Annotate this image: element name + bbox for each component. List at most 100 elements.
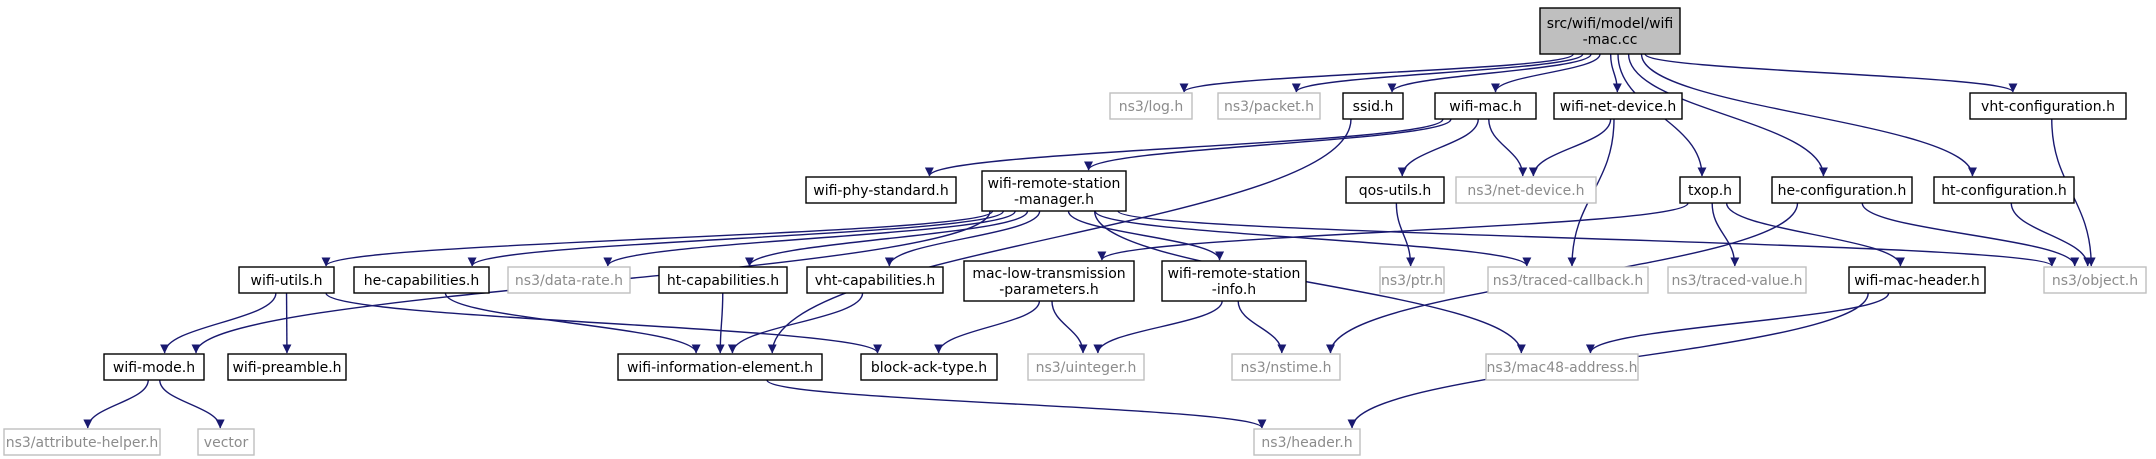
node-wifi-mode[interactable]: wifi-mode.h [103,353,205,381]
node-label: ns3/object.h [2052,273,2138,289]
node-ns3-ptr: ns3/ptr.h [1379,266,1445,294]
node-label: ns3/attribute-helper.h [6,435,159,451]
node-label: wifi-mac-header.h [1854,273,1980,289]
node-ns3-net-device: ns3/net-device.h [1455,176,1597,204]
edge-root-to-he-configuration [1627,53,1828,177]
node-label: mac-low-transmission [972,266,1125,282]
edge-root-to-vht-configuration [1644,53,2018,93]
edge-wifi-mode-to-ns3-attribute-helper [83,379,149,429]
node-wifi-mac[interactable]: wifi-mac.h [1434,92,1537,120]
edge-ht-capabilities-to-wifi-information-element [715,292,725,354]
node-label: wifi-utils.h [251,273,323,289]
node-label: wifi-phy-standard.h [813,183,948,199]
node-wifi-preamble[interactable]: wifi-preamble.h [227,353,347,381]
node-label: wifi-remote-station [988,176,1121,192]
node-label: wifi-remote-station [1168,266,1301,282]
node-wifi-information-element[interactable]: wifi-information-element.h [617,353,823,381]
node-label: ht-capabilities.h [667,273,779,289]
node-label: -manager.h [1014,192,1094,208]
edge-wifi-mac-to-ns3-net-device [1488,118,1528,177]
node-ns3-traced-callback: ns3/traced-callback.h [1487,266,1649,294]
node-label: ssid.h [1353,99,1394,115]
node-wifi-utils[interactable]: wifi-utils.h [238,266,335,294]
node-ns3-mac48-address: ns3/mac48-address.h [1485,353,1639,381]
edge-wifi-utils-to-wifi-mode [160,292,277,354]
edge-wifi-remote-station-manager-to-ns3-object [1117,210,2057,267]
edge-ht-configuration-to-ns3-object [2010,202,2093,267]
node-ns3-data-rate: ns3/data-rate.h [507,266,631,294]
edge-wifi-remote-station-manager-to-he-capabilities [467,210,1005,267]
node-label: -parameters.h [999,282,1099,298]
node-label: ns3/net-device.h [1467,183,1584,199]
edge-he-configuration-to-ns3-object [1861,202,2080,267]
node-ht-configuration[interactable]: ht-configuration.h [1933,176,2075,204]
edge-mac-low-transmission-parameters-to-ns3-uinteger [1051,300,1088,354]
node-label: wifi-mac.h [1449,99,1521,115]
edge-txop-to-ns3-traced-value [1711,202,1740,267]
node-wifi-remote-station-manager[interactable]: wifi-remote-station-manager.h [981,170,1127,212]
node-ns3-packet: ns3/packet.h [1217,92,1321,120]
node-label: ns3/data-rate.h [515,273,623,289]
edge-txop-to-mac-low-transmission-parameters [1097,202,1689,261]
node-txop[interactable]: txop.h [1679,176,1741,204]
node-ns3-header: ns3/header.h [1253,428,1361,456]
edge-txop-to-wifi-mac-header [1725,202,1905,267]
node-qos-utils[interactable]: qos-utils.h [1345,176,1445,204]
node-vector: vector [197,428,255,456]
node-wifi-remote-station-info[interactable]: wifi-remote-station-info.h [1161,260,1307,302]
edge-mac-low-transmission-parameters-to-block-ack-type [934,300,1041,354]
node-label: ns3/nstime.h [1241,360,1332,376]
node-label: vht-capabilities.h [815,273,936,289]
node-ns3-log: ns3/log.h [1109,92,1193,120]
edge-wifi-remote-station-manager-to-wifi-remote-station-info [1067,210,1225,261]
edge-qos-utils-to-ns3-ptr [1395,202,1416,267]
edge-wifi-remote-station-manager-to-ns3-traced-callback [1094,210,1532,267]
edge-root-to-ssid [1387,53,1592,93]
edge-wifi-net-device-to-ns3-net-device [1528,118,1612,177]
nodes-layer: src/wifi/model/wifi-mac.cc ns3/log.h ns3/p… [3,7,2147,456]
node-vht-capabilities[interactable]: vht-capabilities.h [806,266,944,294]
node-label: -info.h [1212,282,1256,298]
edge-vht-capabilities-to-wifi-information-element [727,292,864,354]
node-label: ns3/header.h [1261,435,1352,451]
edge-ssid-to-wifi-information-element [767,118,1352,354]
node-label: -mac.cc [1583,32,1638,48]
edge-wifi-information-element-to-ns3-header [766,379,1267,429]
node-label: ns3/traced-value.h [1671,273,1802,289]
node-ht-capabilities[interactable]: ht-capabilities.h [658,266,788,294]
edge-wifi-mode-to-vector [159,379,225,429]
node-label: wifi-preamble.h [232,360,341,376]
node-wifi-mac-header[interactable]: wifi-mac-header.h [1848,266,1986,294]
edge-wifi-remote-station-info-to-ns3-nstime [1237,300,1287,354]
node-ns3-object: ns3/object.h [2043,266,2147,294]
node-label: he-configuration.h [1778,183,1907,199]
edge-wifi-remote-station-manager-to-ns3-data-rate [603,210,1016,267]
node-wifi-phy-standard[interactable]: wifi-phy-standard.h [805,176,957,204]
node-vht-configuration[interactable]: vht-configuration.h [1969,92,2127,120]
node-block-ack-type[interactable]: block-ack-type.h [860,353,998,381]
edge-wifi-remote-station-manager-to-ns3-mac48-address [1093,210,1526,354]
edge-wifi-mac-header-to-ns3-mac48-address [1585,292,1890,354]
edge-wifi-mac-to-qos-utils [1397,118,1479,177]
node-root: src/wifi/model/wifi-mac.cc [1539,7,1681,55]
node-ssid[interactable]: ssid.h [1342,92,1404,120]
edge-wifi-remote-station-manager-to-ht-capabilities [745,210,1029,267]
edge-root-to-ht-configuration [1640,53,1977,177]
edge-wifi-remote-station-info-to-ns3-uinteger [1093,300,1223,354]
node-label: block-ack-type.h [871,360,987,376]
edge-root-to-ns3-log [1179,53,1574,93]
node-ns3-traced-value: ns3/traced-value.h [1667,266,1807,294]
node-label: ns3/uinteger.h [1036,360,1137,376]
node-he-capabilities[interactable]: he-capabilities.h [353,266,490,294]
edge-wifi-utils-to-block-ack-type [325,292,882,354]
node-label: ns3/packet.h [1224,99,1314,115]
node-he-configuration[interactable]: he-configuration.h [1771,176,1913,204]
node-label: ns3/ptr.h [1381,273,1443,289]
node-ns3-nstime: ns3/nstime.h [1231,353,1341,381]
node-mac-low-transmission-parameters[interactable]: mac-low-transmission-parameters.h [963,260,1135,302]
node-wifi-net-device[interactable]: wifi-net-device.h [1553,92,1683,120]
node-ns3-attribute-helper: ns3/attribute-helper.h [3,428,161,456]
node-label: ns3/traced-callback.h [1493,273,1644,289]
edge-he-capabilities-to-wifi-information-element [444,292,701,354]
